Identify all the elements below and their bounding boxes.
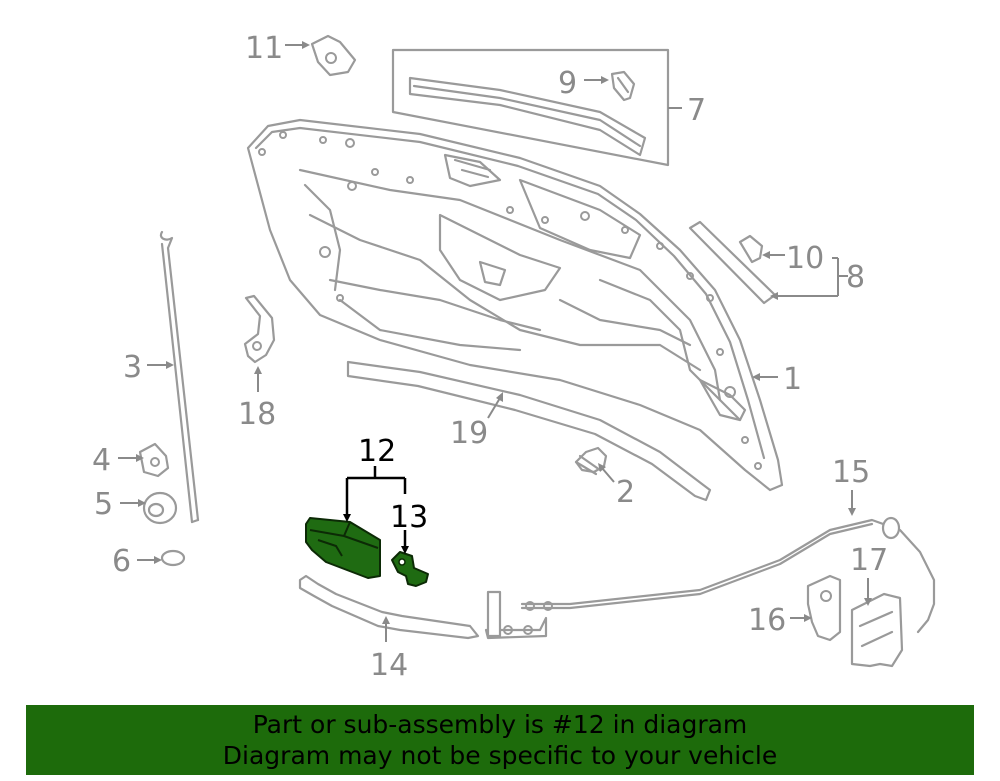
seal-assembly-7 xyxy=(391,48,670,167)
info-banner: Part or sub-assembly is #12 in diagram D… xyxy=(26,705,974,775)
callout-11: 11 xyxy=(245,31,283,66)
callout-1: 1 xyxy=(783,362,802,397)
callout-18: 18 xyxy=(238,397,276,432)
grommet-5 xyxy=(142,491,178,525)
release-handle-17 xyxy=(850,592,904,668)
highlight-leader-lines xyxy=(343,466,409,554)
prop-rod-3 xyxy=(159,230,200,524)
bracket-18 xyxy=(243,294,276,364)
callout-3: 3 xyxy=(123,350,142,385)
callout-5: 5 xyxy=(94,487,113,522)
bracket-11 xyxy=(310,34,357,77)
weatherstrip-19 xyxy=(346,360,712,502)
callout-8: 8 xyxy=(846,260,865,295)
callout-7: 7 xyxy=(687,93,706,128)
hood-latch-12 xyxy=(305,517,381,579)
callout-13: 13 xyxy=(390,500,428,535)
callout-2: 2 xyxy=(616,475,635,510)
banner-line-1: Part or sub-assembly is #12 in diagram xyxy=(252,710,748,739)
bracket-16 xyxy=(806,574,842,642)
callout-10: 10 xyxy=(786,241,824,276)
banner-line-2: Diagram may not be specific to your vehi… xyxy=(222,741,778,770)
callout-12: 12 xyxy=(358,434,396,469)
latch-bracket-13 xyxy=(391,551,429,587)
plug-6 xyxy=(160,549,186,567)
callout-19: 19 xyxy=(450,416,488,451)
clip-10 xyxy=(738,234,764,264)
callout-9: 9 xyxy=(558,66,577,101)
callout-14: 14 xyxy=(370,648,408,683)
leader-lines xyxy=(118,41,872,642)
release-cable-15 xyxy=(520,516,936,634)
callout-4: 4 xyxy=(92,443,111,478)
release-lever-14 xyxy=(298,574,548,640)
callout-15: 15 xyxy=(832,455,870,490)
hood-panel xyxy=(246,118,784,492)
clip-4 xyxy=(138,442,170,478)
callout-17: 17 xyxy=(850,543,888,578)
bumper-2 xyxy=(574,446,608,476)
clip-9 xyxy=(610,70,636,102)
parts-diagram: 11 9 7 10 8 1 3 18 19 4 2 5 6 14 15 17 1… xyxy=(92,31,936,683)
callout-16: 16 xyxy=(748,603,786,638)
callout-6: 6 xyxy=(112,544,131,579)
